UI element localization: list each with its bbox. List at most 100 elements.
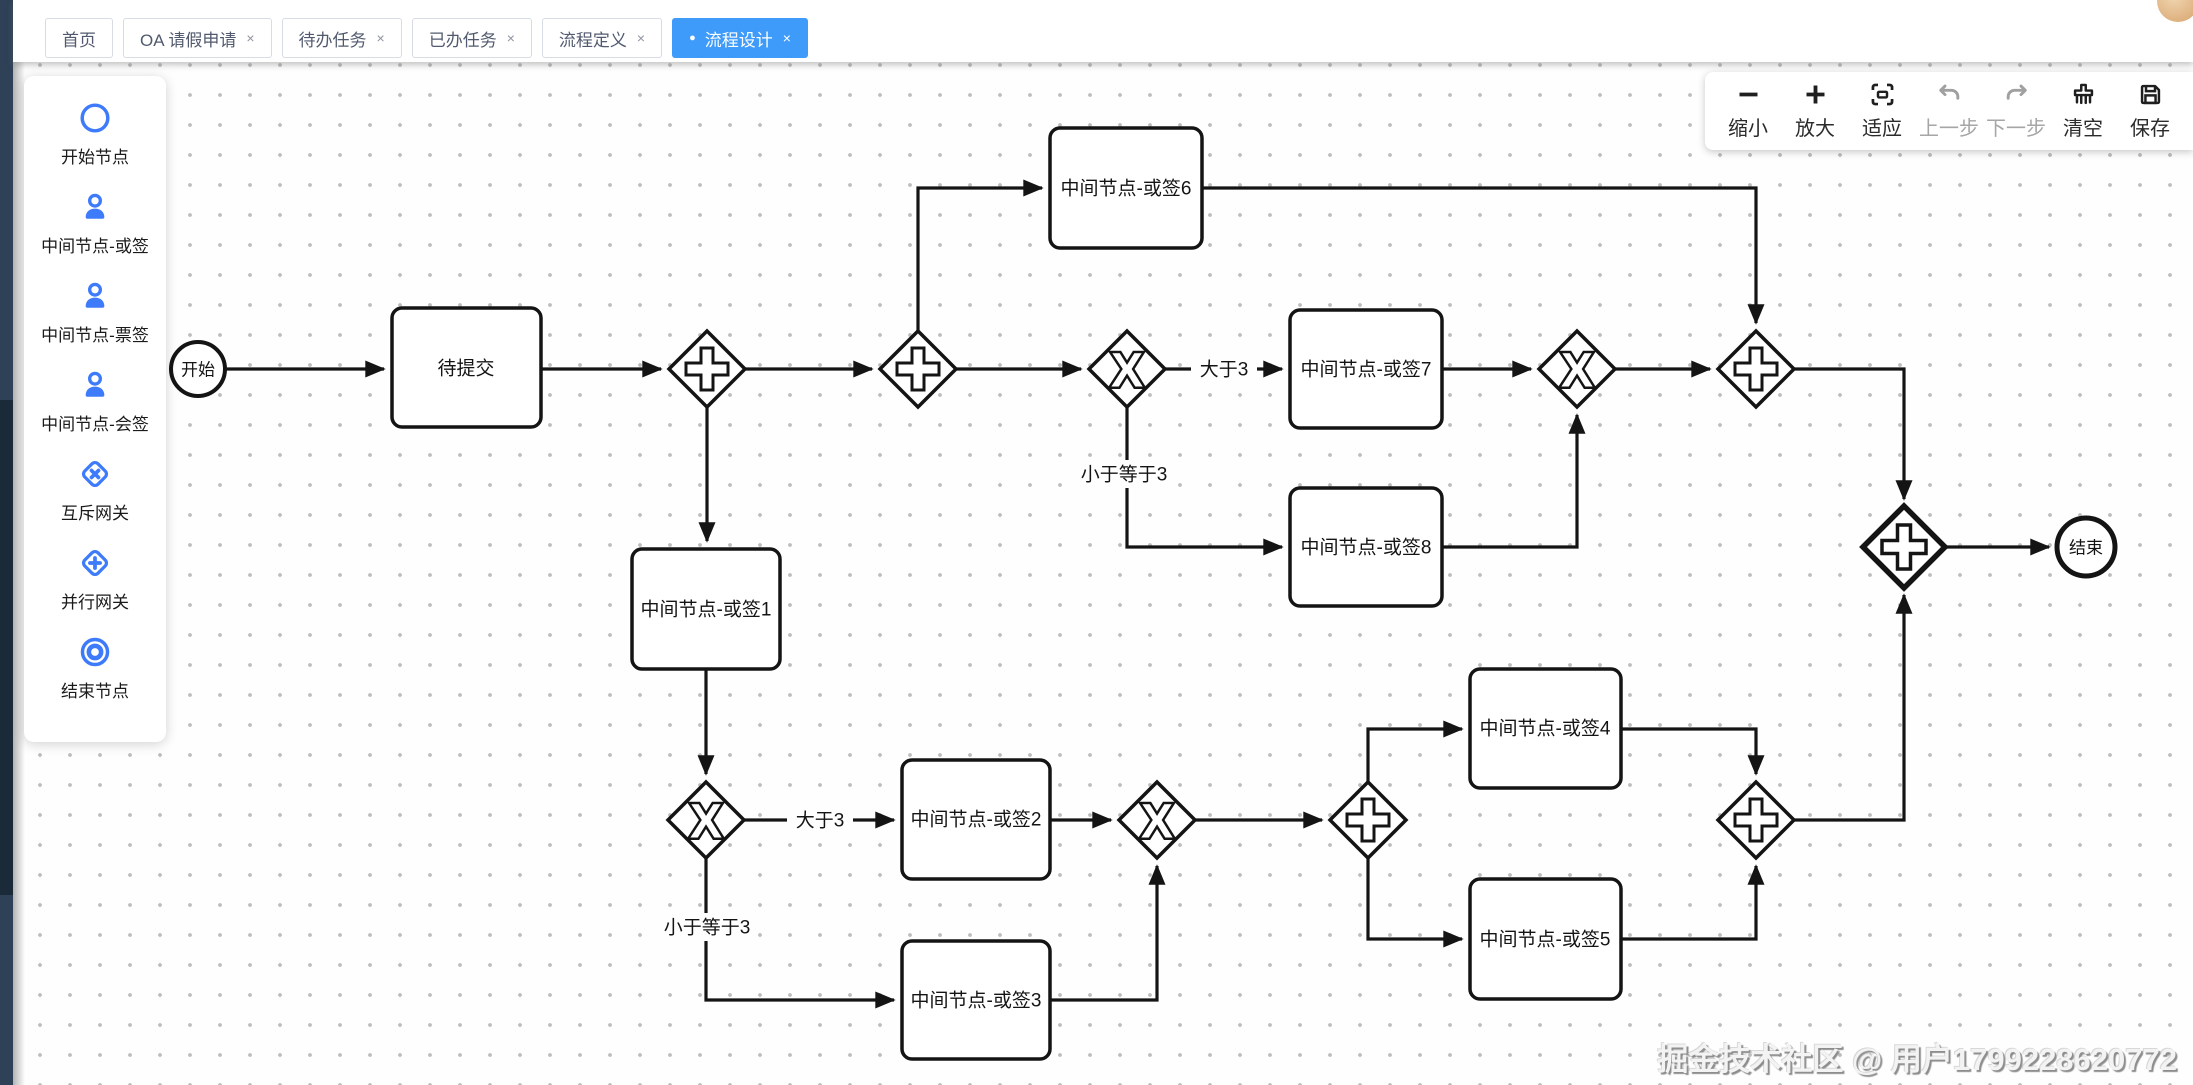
clear-button[interactable]: 清空 [2052,81,2114,141]
tab-process-design-active[interactable]: ● 流程设计 × [672,18,808,58]
user-icon [85,371,105,397]
task-node-or2[interactable]: 中间节点-或签2 [900,758,1052,881]
task-node-or8[interactable]: 中间节点-或签8 [1288,486,1444,608]
edge-label-bg [787,806,853,834]
task-node-or4[interactable]: 中间节点-或签4 [1468,667,1623,790]
palette-item-label: 并行网关 [61,593,129,612]
exclusive-gateway-C[interactable]: X [665,779,747,861]
start-event-node[interactable]: 开始 [169,340,227,398]
plus-glyph [1733,346,1779,392]
node-label: 中间节点-或签2 [911,809,1042,831]
plus-glyph [1880,523,1928,571]
close-icon[interactable]: × [376,30,385,46]
node-label: 中间节点-或签3 [911,990,1042,1012]
node-label: 中间节点-或签4 [1480,718,1611,740]
zoom-in-icon [1806,85,1824,104]
zoom-in-button[interactable]: 放大 [1784,81,1846,141]
fit-screen-button[interactable]: 适应 [1851,81,1913,141]
close-icon[interactable]: × [506,30,515,46]
tab-home[interactable]: 首页 [45,18,113,58]
canvas-toolbar: 缩小 放大 适应 上一步 下一步 [1705,72,2193,150]
edge-gw6-to-join-gateway [1794,593,1913,822]
toolbar-label: 下一步 [1986,118,2046,140]
task-node-or5[interactable]: 中间节点-或签5 [1468,877,1623,1001]
parallel-gateway-6[interactable] [1715,779,1797,861]
redo-button[interactable]: 下一步 [1985,81,2047,141]
edge-label-gt3-top: 大于3 [1200,359,1249,381]
sidebar-scrollbar-thumb[interactable] [0,400,13,895]
toolbar-label: 放大 [1795,118,1835,140]
sequence-flows [225,179,2051,1009]
parallel-gateway-join-final[interactable] [1859,502,1949,592]
edge-gw2-to-or6 [916,179,1044,331]
canvas-edge-shadow [13,62,25,1085]
node-label: 中间节点-或签1 [641,599,772,621]
edge-xgwA-to-or8 [1125,407,1284,556]
save-button[interactable]: 保存 [2119,81,2181,141]
parallel-gateway-1[interactable] [666,328,748,410]
fit-screen-icon [1871,83,1893,106]
task-node-or6[interactable]: 中间节点-或签6 [1048,126,1204,250]
tab-todo-tasks[interactable]: 待办任务 × [281,18,402,58]
tab-label: OA 请假申请 [140,30,237,50]
parallel-gateway-3[interactable] [1715,328,1797,410]
exclusive-gateway-A[interactable]: X [1086,328,1168,410]
exclusive-gateway-B[interactable]: X [1536,328,1618,410]
redo-icon [2006,84,2027,100]
plus-glyph [895,346,941,392]
end-circle-icon [80,637,110,667]
x-glyph: X [690,796,722,849]
undo-button[interactable]: 上一步 [1918,81,1980,141]
palette-item-label: 结束节点 [61,682,129,701]
close-icon[interactable]: × [246,30,255,46]
x-glyph: X [1111,345,1143,398]
task-node-or3[interactable]: 中间节点-或签3 [900,939,1052,1061]
palette-item-mid-node-countersign[interactable]: 中间节点-会签 [24,369,166,458]
tab-label: 待办任务 [298,30,367,50]
edge-label-bg [1076,460,1172,488]
task-node-or7[interactable]: 中间节点-或签7 [1288,308,1444,430]
node-label: 开始 [181,361,215,380]
collapsed-sidebar-rail[interactable] [0,0,13,1085]
tab-done-tasks[interactable]: 已办任务 × [411,18,532,58]
tab-process-definition[interactable]: 流程定义 × [541,18,663,58]
node-label: 待提交 [437,358,494,380]
x-glyph: X [1141,796,1173,849]
node-label: 中间节点-或签5 [1480,929,1611,951]
edge-xgwC-to-or3 [704,858,896,1009]
end-event-node[interactable]: 结束 [2054,515,2118,579]
palette-item-parallel-gateway[interactable]: 并行网关 [24,547,166,636]
close-icon[interactable]: × [782,30,791,46]
node-label: 中间节点-或签8 [1301,537,1432,559]
start-circle-icon [80,103,110,133]
task-node-or1[interactable]: 中间节点-或签1 [630,547,782,671]
palette-item-label: 中间节点-票签 [41,326,149,345]
tab-label: 流程定义 [558,30,627,50]
user-avatar[interactable] [2157,0,2193,22]
palette-item-end-node[interactable]: 结束节点 [24,636,166,725]
exclusive-gateway-icon [81,460,109,488]
plus-glyph [1733,797,1779,843]
parallel-gateway-5[interactable] [1327,779,1409,861]
plus-glyph [1345,797,1391,843]
palette-item-mid-node-votesign[interactable]: 中间节点-票签 [24,280,166,369]
edge-gw3-to-join-gateway [1794,367,1913,501]
zoom-out-icon [1739,92,1757,97]
tab-oa-leave-request[interactable]: OA 请假申请 × [123,18,272,58]
edge-label-bg [1191,355,1257,383]
palette-item-label: 中间节点-或签 [41,237,149,256]
toolbar-label: 缩小 [1728,118,1768,140]
exclusive-gateway-D[interactable]: X [1116,779,1198,861]
palette-item-exclusive-gateway[interactable]: 互斥网关 [24,458,166,547]
edge-label-gt3-bottom: 大于3 [796,810,845,832]
palette-item-label: 中间节点-会签 [41,415,149,434]
parallel-gateway-2[interactable] [877,328,959,410]
tab-label: 已办任务 [428,30,497,50]
task-node-submit[interactable]: 待提交 [390,306,543,429]
close-icon[interactable]: × [636,30,646,46]
palette-item-start-node[interactable]: 开始节点 [24,102,166,191]
clear-broom-icon [2073,83,2093,105]
zoom-out-button[interactable]: 缩小 [1717,81,1779,141]
palette-item-mid-node-orsign[interactable]: 中间节点-或签 [24,191,166,280]
node-label: 中间节点-或签7 [1301,359,1432,381]
